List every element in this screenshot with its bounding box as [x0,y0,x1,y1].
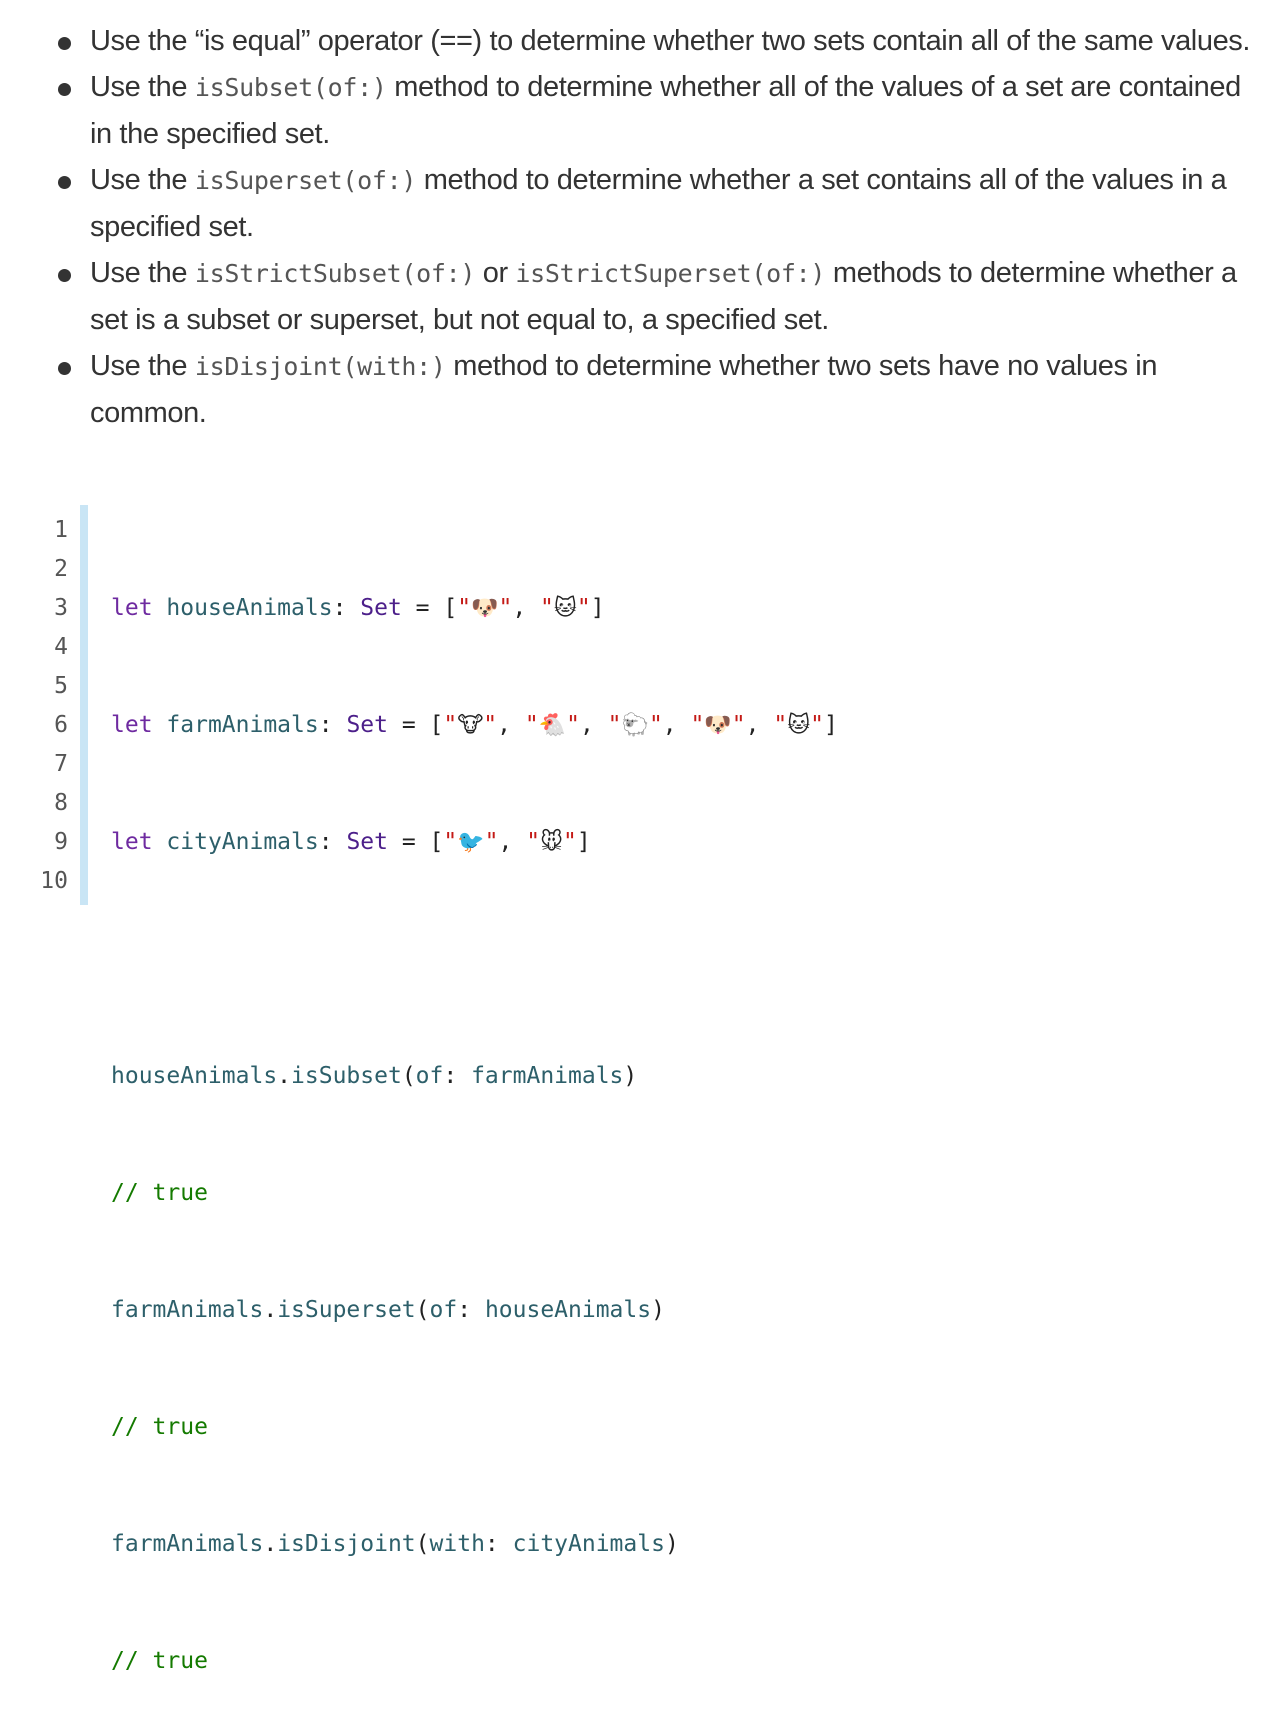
list-item-is-subset: Use the isSubset(of:) method to determin… [0,64,1280,157]
document-page: Use the “is equal” operator (==) to dete… [0,18,1280,1674]
identifier: houseAnimals [484,1297,652,1323]
dog-emoji: 🐶 [471,596,499,621]
bird-emoji: 🐦 [457,830,485,855]
identifier: farmAnimals [111,1297,264,1323]
code-line-10: // true [111,1642,838,1681]
line-number: 3 [54,595,68,621]
argument-label: of [415,1063,444,1089]
argument-label: with [429,1531,485,1557]
chicken-emoji: 🐔 [538,713,567,738]
list-item-is-strict: Use the isStrictSubset(of:) or isStrictS… [0,250,1280,343]
list-item-text: or [475,257,516,289]
inline-code: isStrictSuperset(of:) [515,259,826,288]
code-line-3: let cityAnimals: Set = ["🐦", "🐭"] [111,829,591,855]
code-line-8: // true [111,1408,838,1447]
identifier: cityAnimals [166,829,319,855]
method-name: isSubset [291,1063,402,1089]
list-item-text: Use the “is equal” operator (==) to dete… [90,25,1251,57]
cat-emoji: 🐱 [787,713,811,738]
list-item-text: method to determine whether all of the v… [90,71,1241,150]
code-comment: // true [111,1180,208,1206]
code-listing: 1 2 3 4 5 6 7 8 9 10 let houseAnimals: S… [0,505,1280,1674]
bullet-dot [58,37,71,50]
line-number: 10 [40,868,68,894]
set-operations-list: Use the “is equal” operator (==) to dete… [0,18,1280,436]
bullet-dot [58,176,71,189]
list-item-text: methods to determine whether a set is a … [90,257,1237,336]
keyword-let: let [111,829,153,855]
line-number: 7 [54,751,68,777]
code-line-5: houseAnimals.isSubset(of: farmAnimals) [111,1063,638,1089]
line-number: 5 [54,673,68,699]
list-item-text: Use the [90,257,195,289]
code-line-6: // true [111,1174,838,1213]
identifier: houseAnimals [166,595,333,621]
identifier: farmAnimals [111,1531,264,1557]
mouse-emoji: 🐭 [540,830,564,855]
code-comment: // true [111,1648,208,1674]
line-number: 6 [54,712,68,738]
line-number-gutter: 1 2 3 4 5 6 7 8 9 10 [0,505,68,911]
bullet-dot [58,83,71,96]
bullet-dot [58,362,71,375]
list-item-text: Use the [90,164,195,196]
identifier: houseAnimals [111,1063,278,1089]
inline-code: isDisjoint(with:) [194,352,446,381]
identifier: farmAnimals [166,712,319,738]
line-number: 4 [54,634,68,660]
list-item-text: method to determine whether a set contai… [90,164,1227,243]
line-number: 9 [54,829,68,855]
code-line-4 [111,940,838,979]
code-line-1: let houseAnimals: Set = ["🐶", "🐱"] [111,595,605,621]
dog-emoji: 🐶 [704,713,732,738]
inline-code: isSuperset(of:) [194,166,417,195]
code-comment: // true [111,1414,208,1440]
type-name: Set [360,595,402,621]
line-number: 8 [54,790,68,816]
inline-code: isSubset(of:) [194,73,387,102]
type-name: Set [346,712,388,738]
list-item-text: Use the [90,71,195,103]
argument-label: of [429,1297,458,1323]
sheep-emoji: 🐑 [621,713,649,738]
code-lines: let houseAnimals: Set = ["🐶", "🐱"] let f… [111,511,838,1733]
list-item-is-equal: Use the “is equal” operator (==) to dete… [0,18,1280,64]
type-name: Set [346,829,388,855]
method-name: isSuperset [277,1297,416,1323]
code-line-7: farmAnimals.isSuperset(of: houseAnimals) [111,1297,665,1323]
list-item-text: Use the [90,350,195,382]
identifier: cityAnimals [512,1531,665,1557]
method-name: isDisjoint [277,1531,416,1557]
keyword-let: let [111,712,153,738]
list-item-text: method to determine whether two sets hav… [90,350,1158,429]
line-number: 2 [54,556,68,582]
list-item-is-disjoint: Use the isDisjoint(with:) method to dete… [0,343,1280,436]
code-line-2: let farmAnimals: Set = ["🐮", "🐔", "🐑", "… [111,712,838,738]
inline-code: isStrictSubset(of:) [194,259,476,288]
bullet-dot [58,269,71,282]
identifier: farmAnimals [471,1063,624,1089]
cat-emoji: 🐱 [553,596,577,621]
cow-emoji: 🐮 [457,713,484,738]
line-number: 1 [54,517,68,543]
keyword-let: let [111,595,153,621]
list-item-is-superset: Use the isSuperset(of:) method to determ… [0,157,1280,250]
code-line-9: farmAnimals.isDisjoint(with: cityAnimals… [111,1531,679,1557]
code-block-accent-bar [80,505,88,905]
